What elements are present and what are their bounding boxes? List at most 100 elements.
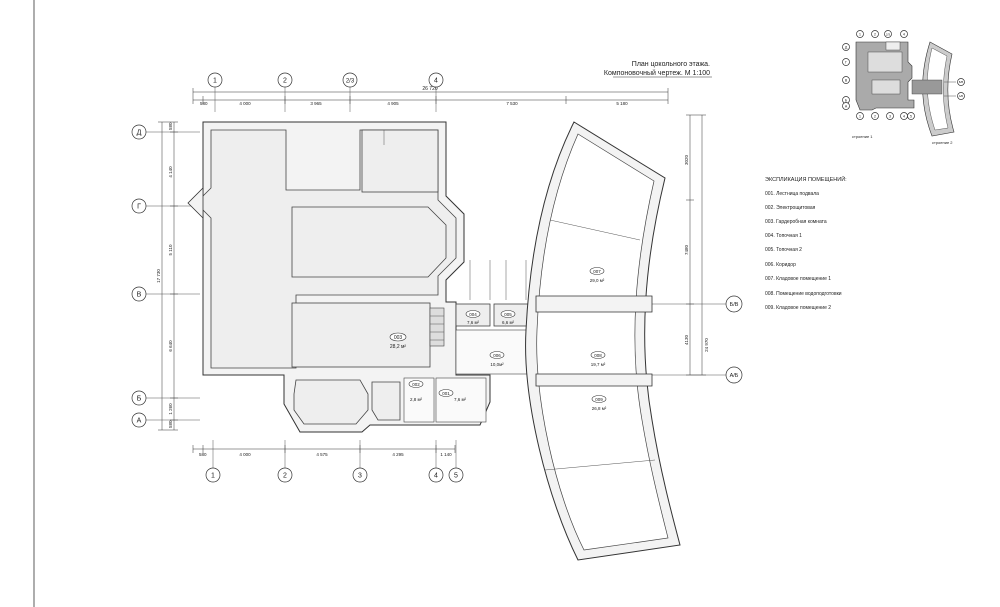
svg-text:Г: Г bbox=[845, 61, 847, 65]
legend-title: ЭКСПЛИКАЦИЯ ПОМЕЩЕНИЙ: bbox=[765, 175, 847, 183]
room-legend: ЭКСПЛИКАЦИЯ ПОМЕЩЕНИЙ: 001. Лестница под… bbox=[765, 175, 847, 311]
svg-text:2: 2 bbox=[874, 33, 876, 37]
legend-item-001: 001. Лестница подвала bbox=[765, 191, 819, 197]
svg-text:009: 009 bbox=[595, 397, 603, 402]
dim-left-2: 4 140 bbox=[168, 166, 173, 178]
svg-text:Б: Б bbox=[845, 99, 848, 103]
dimension-right: 3020 7480 4130 24 970 bbox=[684, 114, 709, 376]
svg-text:26,8 м²: 26,8 м² bbox=[592, 406, 607, 411]
key-plan-bottom-axes: 1 2 3 4 5 bbox=[856, 112, 915, 120]
room-003-label: 003 28,2 м² bbox=[389, 332, 407, 350]
dim-left-1: 580 bbox=[168, 122, 173, 130]
svg-text:19,7 м²: 19,7 м² bbox=[591, 362, 606, 367]
legend-item-006: 006. Коридор bbox=[765, 262, 796, 268]
key-plan-label-2: строение 2 bbox=[932, 140, 953, 145]
axis-top-2-3: 2/3 bbox=[346, 79, 355, 85]
building-2 bbox=[525, 121, 681, 561]
axis-left-d: Д bbox=[137, 130, 142, 137]
svg-text:005: 005 bbox=[504, 312, 512, 317]
dim-bottom-3: 4 575 bbox=[316, 452, 328, 457]
svg-text:Д: Д bbox=[845, 46, 848, 50]
dim-bottom-2: 4 000 bbox=[239, 452, 251, 457]
dimension-bottom: 580 4 000 4 575 4 295 1 140 bbox=[192, 445, 456, 457]
room-008-label: 008 19,7 м² bbox=[591, 351, 606, 367]
dim-top-total: 26 720 bbox=[422, 86, 438, 92]
svg-text:А: А bbox=[845, 105, 848, 109]
room-005-label: 005 6,6 м² bbox=[500, 310, 516, 325]
svg-text:008: 008 bbox=[594, 353, 602, 358]
svg-text:2,8 м²: 2,8 м² bbox=[410, 397, 423, 402]
room-006-label: 006 10,0м² bbox=[489, 351, 505, 367]
dim-top-2: 4 000 bbox=[239, 101, 251, 106]
svg-text:7,6 м²: 7,6 м² bbox=[467, 320, 480, 325]
axis-bottom-2: 2 bbox=[283, 473, 287, 480]
dim-right-1: 3020 bbox=[684, 154, 689, 165]
svg-text:В: В bbox=[845, 79, 848, 83]
svg-text:006: 006 bbox=[493, 353, 501, 358]
dimension-left: 580 4 140 5 110 6 640 1 260 580 17 730 bbox=[156, 121, 178, 431]
room-004-label: 004 7,6 м² bbox=[465, 310, 481, 325]
legend-item-008: 008. Помещение водоподготовки bbox=[765, 291, 842, 297]
svg-text:Б/В: Б/В bbox=[959, 80, 964, 84]
key-plan: 1 2 2/3 4 Д Г В Б А Б/В А/Б 1 2 3 bbox=[842, 30, 965, 145]
svg-text:003: 003 bbox=[394, 335, 403, 341]
dim-left-5: 1 260 bbox=[168, 403, 173, 415]
dim-right-2: 7480 bbox=[684, 244, 689, 255]
dim-left-total: 17 730 bbox=[156, 269, 161, 283]
drawing-title: План цокольного этажа. Компоновочный чер… bbox=[604, 61, 712, 78]
axis-markers-bottom: 1 2 3 4 5 bbox=[205, 440, 464, 483]
svg-text:28,2 м²: 28,2 м² bbox=[390, 344, 407, 350]
key-plan-left-axes: Д Г В Б А bbox=[842, 43, 850, 110]
legend-item-002: 002. Электрощитовая bbox=[765, 205, 816, 211]
axis-bottom-3: 3 bbox=[358, 473, 362, 480]
room-007-label: 007 29,0 м² bbox=[590, 267, 605, 283]
svg-text:А/Б: А/Б bbox=[959, 94, 964, 98]
svg-text:001: 001 bbox=[442, 391, 450, 396]
axis-bottom-4: 4 bbox=[434, 473, 438, 480]
dim-left-6: 580 bbox=[168, 420, 173, 428]
axis-right-ab: А/Б bbox=[730, 373, 739, 379]
axis-top-4: 4 bbox=[434, 78, 438, 85]
legend-item-009: 009. Кладовое помещение 2 bbox=[765, 305, 831, 311]
title-line-2: Компоновочный чертеж. М 1:100 bbox=[604, 69, 710, 77]
dim-top-3: 3 965 bbox=[310, 101, 322, 106]
dim-top-6: 5 180 bbox=[616, 101, 628, 106]
axis-markers-right: Б/В А/Б bbox=[640, 295, 743, 384]
stair bbox=[429, 307, 445, 347]
dim-right-3: 4130 bbox=[684, 334, 689, 345]
dim-bottom-1: 580 bbox=[199, 452, 207, 457]
key-plan-right-axes: Б/В А/Б bbox=[944, 78, 965, 100]
legend-item-007: 007. Кладовое помещение 1 bbox=[765, 276, 831, 282]
svg-text:3: 3 bbox=[889, 115, 891, 119]
dim-top-5: 7 530 bbox=[506, 101, 518, 106]
dim-bottom-4: 4 295 bbox=[392, 452, 404, 457]
svg-text:007: 007 bbox=[593, 269, 601, 274]
dim-top-1: 580 bbox=[200, 101, 208, 106]
room-002-label: 002 2,8 м² bbox=[408, 380, 424, 402]
svg-text:6,6 м²: 6,6 м² bbox=[502, 320, 515, 325]
axis-left-g: Г bbox=[137, 204, 141, 211]
svg-text:2/3: 2/3 bbox=[886, 33, 891, 37]
title-line-1: План цокольного этажа. bbox=[632, 61, 710, 68]
svg-text:004: 004 bbox=[469, 312, 477, 317]
axis-left-b: Б bbox=[137, 396, 142, 403]
building-1 bbox=[187, 121, 537, 433]
room-001-label: 001 7,6 м² bbox=[438, 389, 467, 402]
dim-bottom-5: 1 140 bbox=[440, 452, 452, 457]
room-labels: 003 28,2 м² 004 7,6 м² 005 6,6 м² 006 10… bbox=[389, 267, 607, 411]
dimension-top: 26 720 580 4 000 3 965 4 905 7 530 5 180 bbox=[192, 86, 669, 106]
key-plan-top-axes: 1 2 2/3 4 bbox=[856, 30, 908, 38]
dim-left-4: 6 640 bbox=[168, 340, 173, 352]
axis-right-bv: Б/В bbox=[730, 302, 739, 308]
legend-item-005: 005. Топочная 2 bbox=[765, 247, 802, 253]
key-plan-label-1: строение 1 bbox=[852, 134, 873, 139]
axis-top-1: 1 bbox=[213, 78, 217, 85]
dim-left-3: 5 110 bbox=[168, 244, 173, 255]
legend-item-004: 004. Топочная 1 bbox=[765, 233, 802, 239]
legend-item-003: 003. Гардеробная комната bbox=[765, 219, 827, 225]
svg-text:1: 1 bbox=[859, 33, 861, 37]
svg-text:002: 002 bbox=[412, 382, 420, 387]
svg-text:4: 4 bbox=[903, 33, 905, 37]
svg-text:10,0м²: 10,0м² bbox=[490, 362, 504, 367]
axis-markers-left: Д Г В Б А bbox=[131, 124, 200, 428]
